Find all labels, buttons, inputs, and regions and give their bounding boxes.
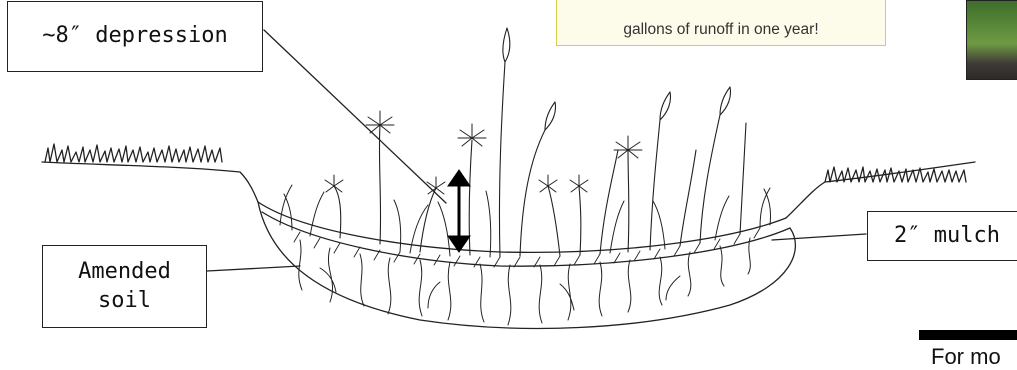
flower-heads: [325, 111, 642, 194]
label-amended-soil: Amended soil: [42, 245, 207, 328]
label-mulch: 2″ mulch: [867, 211, 1017, 261]
footer-rule: [919, 330, 1017, 340]
depth-arrow-icon: [448, 170, 470, 252]
label-depression-text: ~8″ depression: [42, 22, 227, 51]
label-amended-soil-text: Amended soil: [51, 258, 198, 315]
ground-surface-left: [42, 162, 258, 202]
grass-left-bank: [45, 144, 222, 162]
label-depression: ~8″ depression: [7, 1, 263, 72]
rain-garden-photo: [966, 0, 1017, 80]
callout-box: gallons of runoff in one year!: [556, 0, 886, 46]
depression-leader-line: [264, 30, 446, 203]
footer-text: For mo: [931, 344, 1001, 370]
ground-surface-right: [786, 162, 975, 218]
callout-text: gallons of runoff in one year!: [623, 21, 818, 39]
mulch-leader-line: [772, 234, 866, 240]
plant-stems: [334, 62, 746, 257]
soil-leader-line: [207, 266, 300, 271]
label-mulch-text: 2″ mulch: [894, 222, 1000, 251]
root-system: [299, 238, 751, 325]
amended-soil-boundary: [258, 202, 795, 328]
mulch-hatching: [294, 228, 760, 267]
